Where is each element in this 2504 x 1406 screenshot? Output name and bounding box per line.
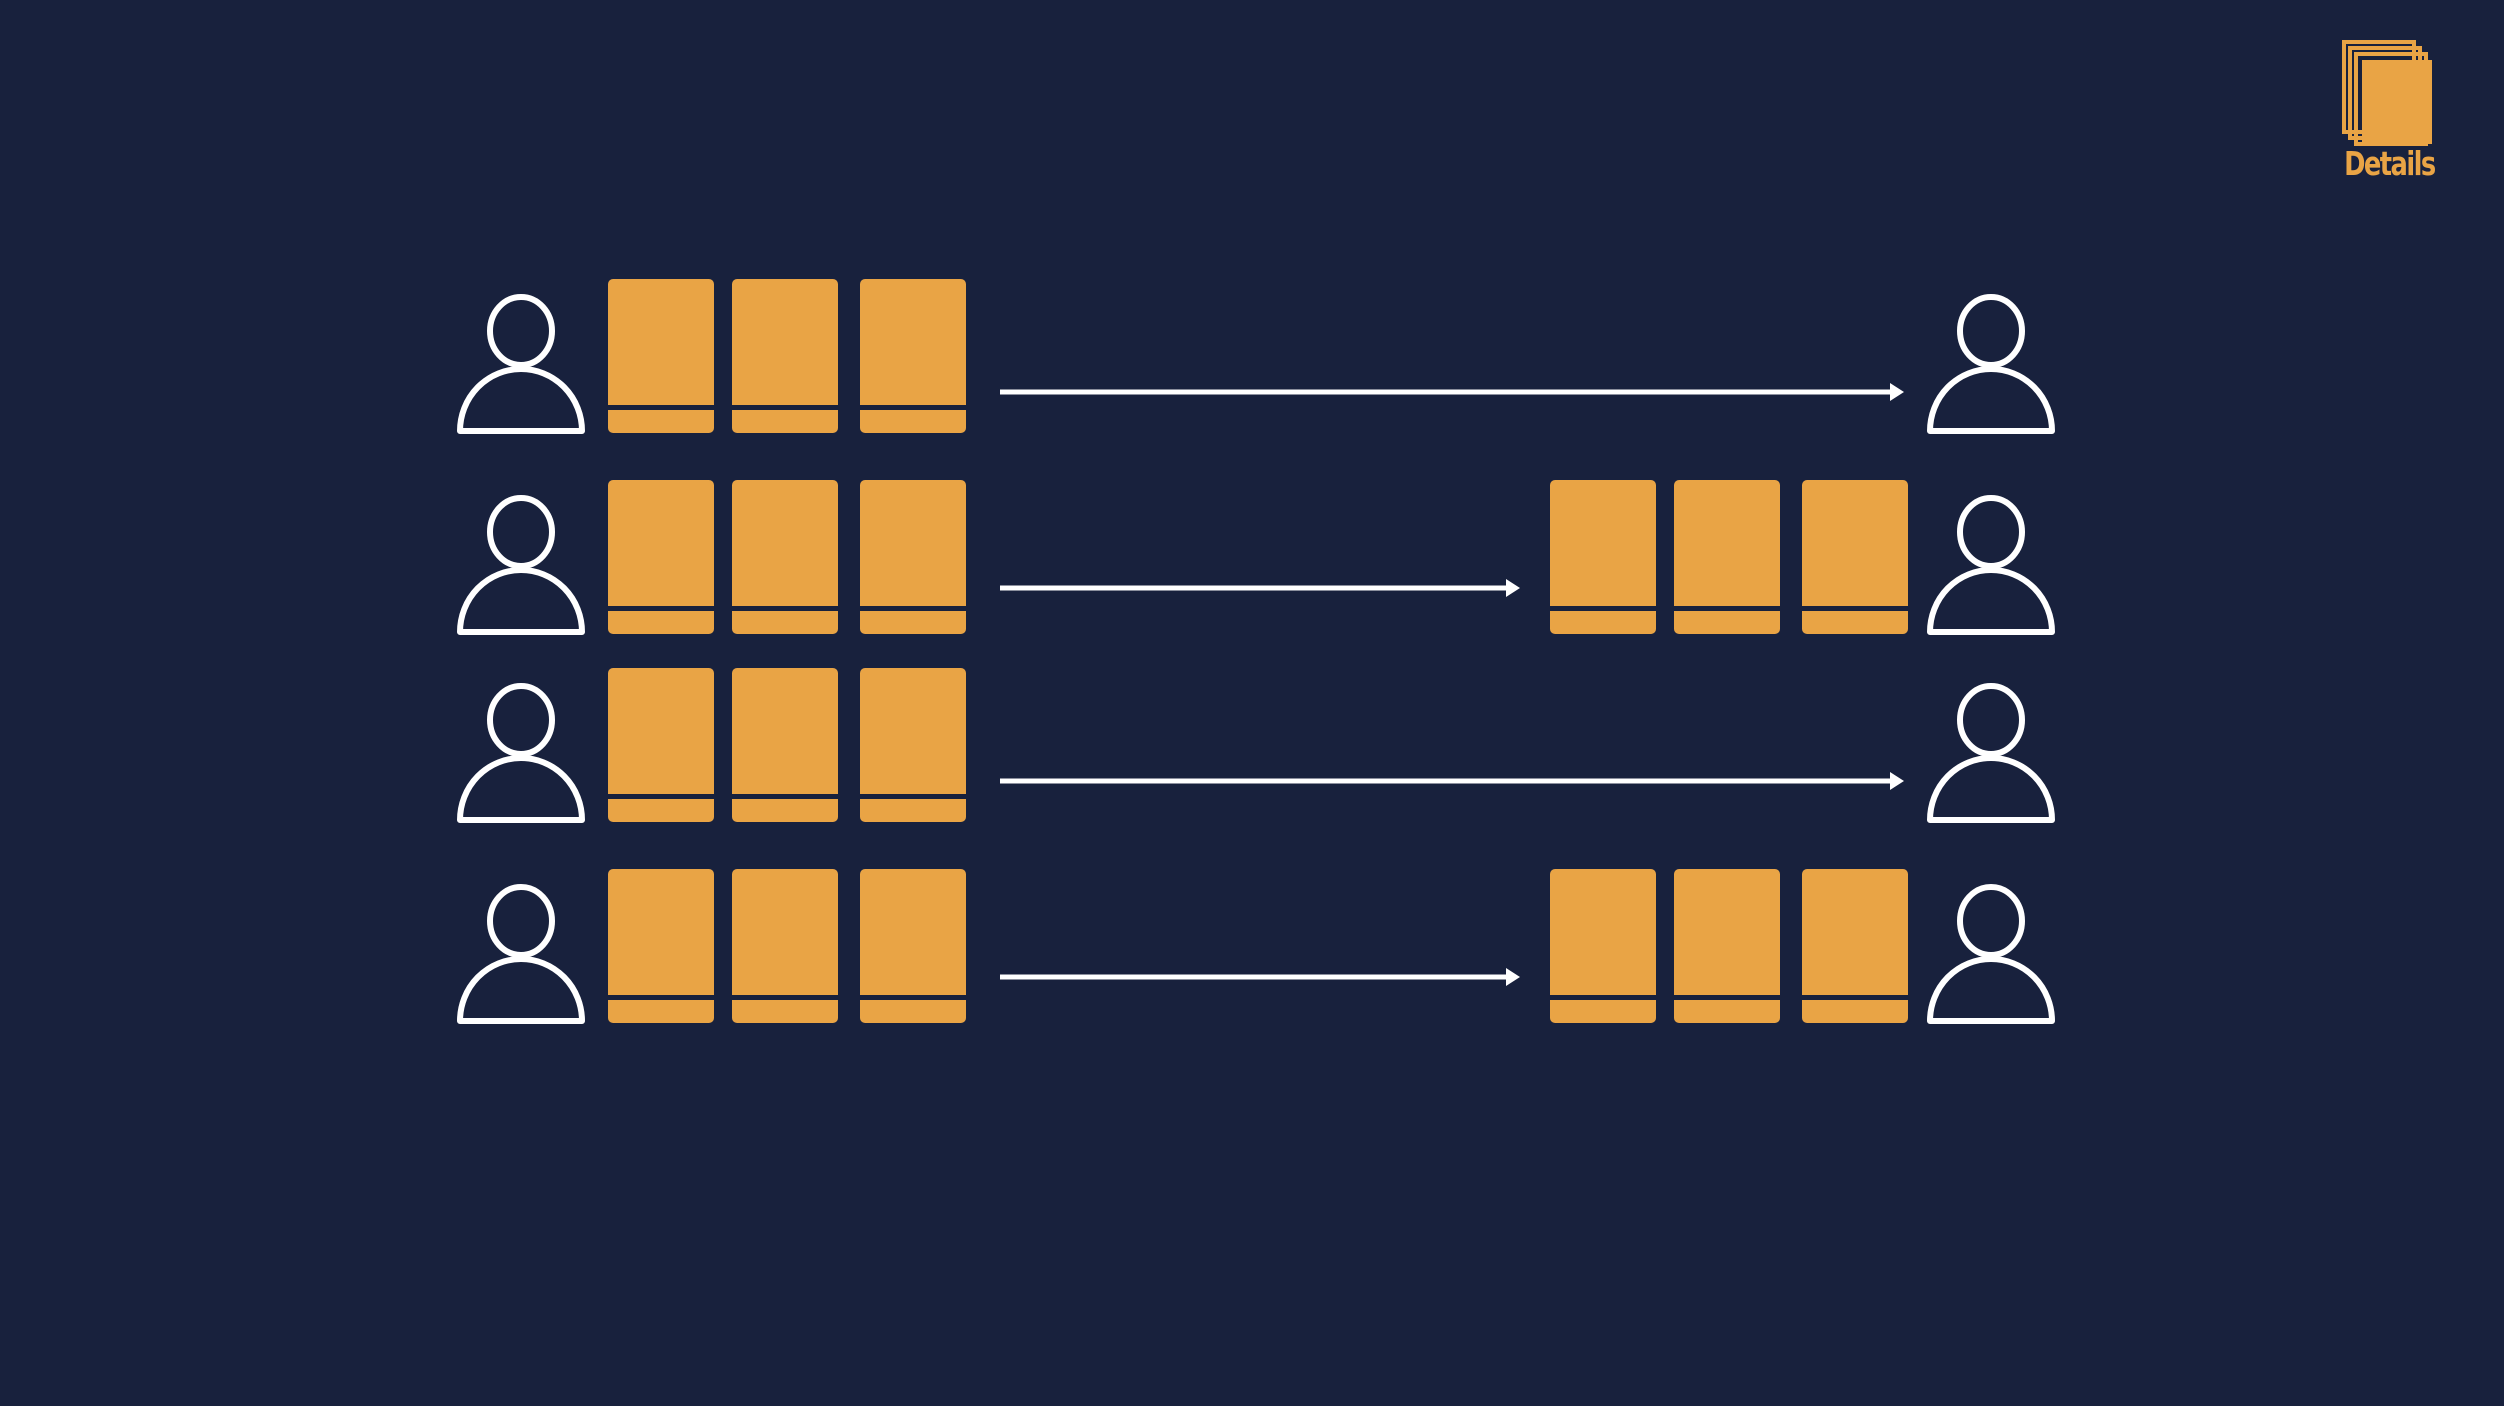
arrow: [1000, 968, 1520, 986]
document-card: [860, 668, 966, 822]
document-card: [1550, 869, 1656, 1023]
person-icon: [1927, 294, 2055, 434]
arrow: [1000, 383, 1904, 401]
document-card: [1802, 869, 1908, 1023]
document-card: [1674, 869, 1780, 1023]
person-icon: [457, 884, 585, 1024]
stacked-documents-icon: [2342, 40, 2432, 146]
document-card: [608, 480, 714, 634]
logo-label: Details: [2344, 144, 2436, 183]
arrow: [1000, 772, 1904, 790]
document-card: [608, 279, 714, 433]
document-card: [608, 869, 714, 1023]
person-icon: [457, 294, 585, 434]
person-icon: [457, 495, 585, 635]
document-card: [860, 869, 966, 1023]
person-icon: [1927, 683, 2055, 823]
document-card: [608, 668, 714, 822]
document-card: [860, 480, 966, 634]
document-card: [1802, 480, 1908, 634]
person-icon: [1927, 495, 2055, 635]
arrow: [1000, 579, 1520, 597]
document-card: [732, 869, 838, 1023]
document-card: [860, 279, 966, 433]
document-card: [732, 480, 838, 634]
document-card: [1674, 480, 1780, 634]
document-card: [732, 279, 838, 433]
document-card: [732, 668, 838, 822]
person-icon: [457, 683, 585, 823]
document-card: [1550, 480, 1656, 634]
person-icon: [1927, 884, 2055, 1024]
details-logo: Details: [2332, 36, 2442, 196]
